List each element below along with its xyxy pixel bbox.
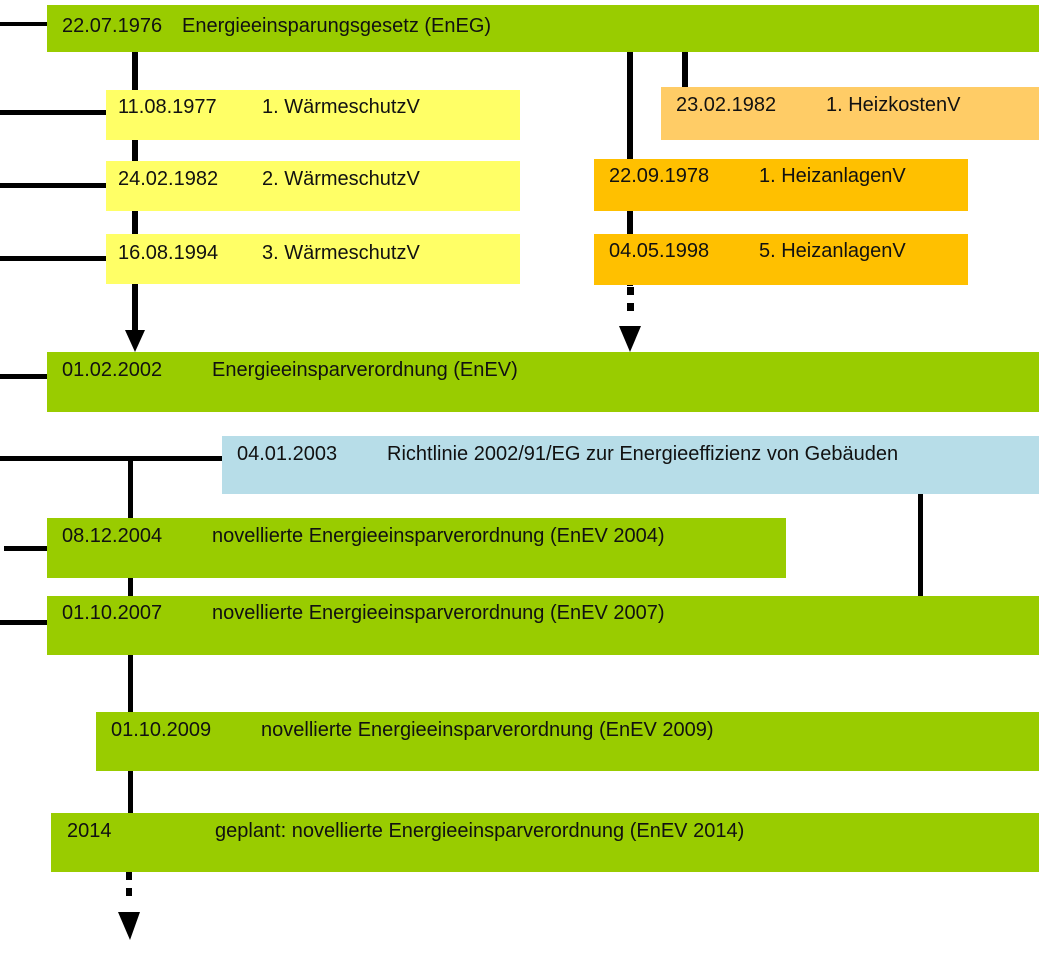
connector-wsv3-left xyxy=(0,256,106,261)
node-date: 16.08.1994 xyxy=(118,242,219,264)
node-date: 08.12.2004 xyxy=(62,525,163,547)
node-label: 5. HeizanlagenV xyxy=(759,240,906,262)
connector-eu-to-enev2007 xyxy=(918,493,923,596)
node-label: 3. WärmeschutzV xyxy=(262,242,420,264)
node-enev-2009: 01.10.2009 novellierte Energieeinsparver… xyxy=(96,712,1039,771)
node-date: 2014 xyxy=(67,820,112,842)
node-waermeschutz-3: 16.08.1994 3. WärmeschutzV xyxy=(106,234,520,284)
connector-wsv1-left xyxy=(0,110,106,115)
node-enev-2004: 08.12.2004 novellierte Energieeinsparver… xyxy=(47,518,786,578)
node-date: 11.08.1977 xyxy=(118,96,217,118)
node-label: 2. WärmeschutzV xyxy=(262,168,420,190)
connector-enev2004-left xyxy=(4,546,47,551)
node-enev-2002: 01.02.2002 Energieeinsparverordnung (EnE… xyxy=(47,352,1039,412)
node-enev-2007: 01.10.2007 novellierte Energieeinsparver… xyxy=(47,596,1039,655)
node-date: 22.07.1976 xyxy=(62,15,163,37)
node-date: 01.10.2007 xyxy=(62,602,163,624)
node-label: 1. HeizkostenV xyxy=(826,94,961,116)
node-eu-directive-2002-91: 04.01.2003 Richtlinie 2002/91/EG zur Ene… xyxy=(222,436,1039,494)
connector-wsv2-left xyxy=(0,183,106,188)
node-label: Energieeinsparverordnung (EnEV) xyxy=(212,359,518,381)
node-eneg: 22.07.1976 Energieeinsparungsgesetz (EnE… xyxy=(47,5,1039,52)
node-date: 04.05.1998 xyxy=(609,240,710,262)
node-label: 1. HeizanlagenV xyxy=(759,165,906,187)
node-date: 04.01.2003 xyxy=(237,443,338,465)
node-waermeschutz-1: 11.08.1977 1. WärmeschutzV xyxy=(106,90,520,140)
connector-heizkosten xyxy=(682,52,688,88)
node-date: 01.02.2002 xyxy=(62,359,163,381)
connector-eu-left xyxy=(0,456,222,461)
node-label: novellierte Energieeinsparverordnung (En… xyxy=(261,719,714,741)
node-label: novellierte Energieeinsparverordnung (En… xyxy=(212,525,665,547)
connector-eneg-left xyxy=(0,22,47,26)
node-date: 22.09.1978 xyxy=(609,165,710,187)
node-label: 1. WärmeschutzV xyxy=(262,96,420,118)
node-label: geplant: novellierte Energieeinsparveror… xyxy=(215,820,745,842)
node-label: Energieeinsparungsgesetz (EnEG) xyxy=(182,15,492,37)
node-date: 24.02.1982 xyxy=(118,168,219,190)
connector-enev2002-left xyxy=(0,374,47,379)
node-label: Richtlinie 2002/91/EG zur Energieeffizie… xyxy=(387,443,899,465)
node-heizkosten-1: 23.02.1982 1. HeizkostenV xyxy=(661,87,1039,140)
node-heizanlagen-5: 04.05.1998 5. HeizanlagenV xyxy=(594,234,968,285)
node-date: 01.10.2009 xyxy=(111,719,212,741)
node-label: novellierte Energieeinsparverordnung (En… xyxy=(212,602,665,624)
dashed-arrow-heizanlagen-to-enev xyxy=(619,287,641,352)
node-date: 23.02.1982 xyxy=(676,94,777,116)
node-enev-2014-planned: 2014 geplant: novellierte Energieeinspar… xyxy=(51,813,1039,872)
dashed-arrow-future xyxy=(118,872,140,940)
arrow-to-enev2002 xyxy=(125,286,145,352)
node-waermeschutz-2: 24.02.1982 2. WärmeschutzV xyxy=(106,161,520,211)
connector-enev2007-left xyxy=(0,620,47,625)
node-heizanlagen-1: 22.09.1978 1. HeizanlagenV xyxy=(594,159,968,211)
